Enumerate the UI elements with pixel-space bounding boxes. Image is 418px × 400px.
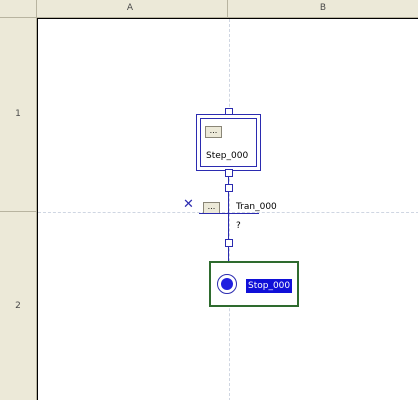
step-bottom-pin[interactable]: [225, 169, 233, 177]
step-action-button[interactable]: ...: [205, 126, 222, 138]
transition-name[interactable]: Tran_000: [236, 202, 277, 212]
column-ruler: A B: [0, 0, 418, 18]
wire: [228, 171, 229, 263]
column-label-a: A: [126, 3, 134, 13]
transition-bottom-pin[interactable]: [225, 239, 233, 247]
row-ruler: 1 2: [0, 0, 37, 400]
transition-bar[interactable]: [199, 213, 259, 214]
ruler-divider: [0, 211, 37, 212]
transition-condition[interactable]: ?: [236, 221, 241, 231]
step-inner-frame: [200, 118, 257, 167]
stop-dot: [221, 278, 233, 290]
ruler-divider: [227, 0, 228, 18]
transition-top-pin[interactable]: [225, 184, 233, 192]
stop-circle-icon: [217, 274, 237, 294]
stop-name[interactable]: Stop_000: [246, 279, 293, 293]
row-label-1: 1: [15, 109, 21, 119]
transition-action-button[interactable]: ...: [203, 202, 220, 214]
ruler-corner: [0, 0, 37, 18]
step-name[interactable]: Step_000: [206, 151, 249, 161]
column-label-b: B: [319, 3, 327, 13]
diagram-canvas[interactable]: [37, 18, 418, 400]
x-icon[interactable]: ✕: [183, 197, 194, 212]
row-label-2: 2: [15, 301, 21, 311]
grid-line-vertical: [229, 19, 230, 400]
step-block[interactable]: ... Step_000: [196, 114, 261, 171]
